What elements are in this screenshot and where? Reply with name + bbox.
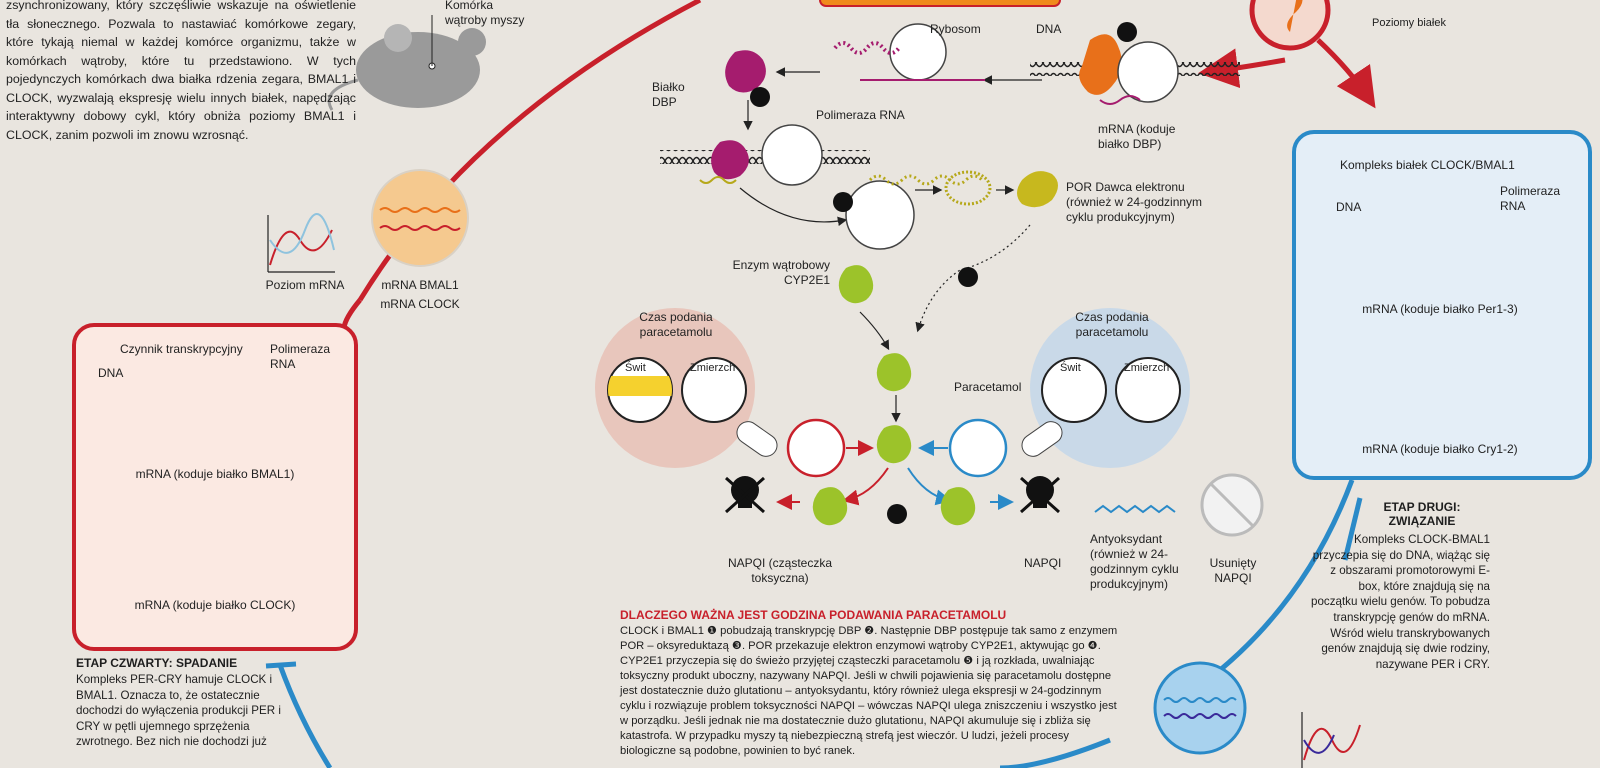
cyp2e1-binding (876, 425, 912, 464)
napqi-left-label: NAPQI (cząsteczka toksyczna) (727, 556, 833, 585)
why-text: CLOCK i BMAL1 ❶ pobudzają transkrypcję D… (620, 625, 1118, 757)
complex-label: Kompleks białek CLOCK/BMAL1 (1340, 158, 1515, 172)
dbp-protein-label: Białko DBP (652, 80, 685, 109)
paracetamol-label: Paracetamol (954, 380, 1022, 394)
mrna-per-label: mRNA (koduje białko Per1-3) (1362, 302, 1518, 316)
mrna-clock-panel-label: mRNA (koduje białko CLOCK) (134, 598, 296, 612)
ribosome-label: Rybosom (930, 22, 981, 36)
time-left-label: Czas podania paracetamolu (639, 310, 713, 339)
ribosome-step3 (845, 180, 915, 250)
protein-level-label: Poziomy białek (1372, 17, 1446, 29)
mrna-level-graph (267, 212, 335, 273)
stage-panel-left (72, 323, 358, 651)
clock-bmal-factor-top (1079, 34, 1122, 95)
dna-label-right: DNA (1336, 200, 1362, 214)
por-folding (944, 170, 992, 206)
polymerase-label-right: Polimeraza RNA (1500, 184, 1561, 213)
time-right-circle (1030, 308, 1190, 468)
polymerase-label-left: Polimeraza RNA (270, 342, 331, 371)
dna-label-center: DNA (1036, 22, 1062, 36)
mouse-icon (327, 15, 486, 111)
intro-text: zsynchronizowany, który szczęśliwie wska… (6, 0, 356, 142)
mrna-bmal-clock-circle (371, 169, 469, 267)
stage2-title: ETAP DRUGI: ZWIĄZANIE (1383, 500, 1461, 528)
cyp2e1-enzyme (838, 265, 874, 304)
mouse-cell-label: Komórka wątroby myszy (445, 0, 525, 27)
napqi-right-label: NAPQI (1024, 556, 1062, 570)
stage-panel-right (1292, 130, 1592, 480)
skull-icon-right (1019, 476, 1061, 514)
dusk-label-left: Zmierzch (690, 362, 736, 374)
paracetamol-red-circle (786, 418, 846, 478)
per-cry-level-graph (1301, 712, 1361, 768)
mrna-per-cry-circle (1153, 661, 1247, 755)
protein-level-circle (1198, 0, 1376, 109)
antioxidant-label: Antyoksydant (również w 24-godzinnym cyk… (1090, 532, 1179, 591)
skull-icon (724, 476, 766, 514)
rna-polymerase-label: Polimeraza RNA (816, 108, 905, 122)
time-left-circle (595, 308, 755, 468)
why-title: DLACZEGO WAŻNA JEST GODZINA PODAWANIA PA… (620, 608, 1007, 622)
cyp2e1-active (876, 353, 912, 392)
mrna-bmal-panel-label: mRNA (koduje białko BMAL1) (135, 467, 295, 481)
mrna-dbp-label: mRNA (koduje białko DBP) (1098, 122, 1176, 151)
dawn-label-right: Świt (1060, 362, 1081, 374)
mrna-level-label: Poziom mRNA (265, 278, 345, 292)
stage2-text: Kompleks CLOCK-BMAL1 przyczepia się do D… (1311, 533, 1490, 671)
pill-right (1021, 421, 1063, 457)
removed-napqi-icon (1200, 473, 1264, 537)
polymerase-step2 (761, 124, 823, 186)
polymerase-top (1117, 41, 1179, 103)
mrna-bmal-label: mRNA BMAL1 (381, 278, 459, 292)
stage4-text: Kompleks PER-CRY hamuje CLOCK i BMAL1. O… (76, 673, 281, 749)
mrna-clock-label: mRNA CLOCK (380, 297, 460, 311)
transcription-factor-label: Czynnik transkrypcyjny (120, 342, 243, 356)
top-orange-box (819, 0, 1061, 7)
por-protein (1017, 171, 1058, 208)
por-label: POR Dawca elektronu (również w 24-godzin… (1066, 180, 1203, 224)
dbp-protein (725, 50, 766, 93)
removed-napqi-label: Usunięty NAPQI (1209, 556, 1257, 585)
mrna-cry-label: mRNA (koduje białko Cry1-2) (1362, 442, 1518, 456)
pill-left (736, 421, 778, 457)
dawn-label-left: Świt (625, 362, 646, 374)
paracetamol-blue-circle (948, 418, 1008, 478)
antioxidant-molecule (1094, 504, 1176, 514)
dna-label-left: DNA (98, 366, 124, 380)
dusk-label-right: Zmierzch (1124, 362, 1170, 374)
time-right-label: Czas podania paracetamolu (1075, 310, 1149, 339)
enzyme-label: Enzym wątrobowy CYP2E1 (732, 258, 830, 287)
stage4-title: ETAP CZWARTY: SPADANIE (76, 656, 238, 670)
